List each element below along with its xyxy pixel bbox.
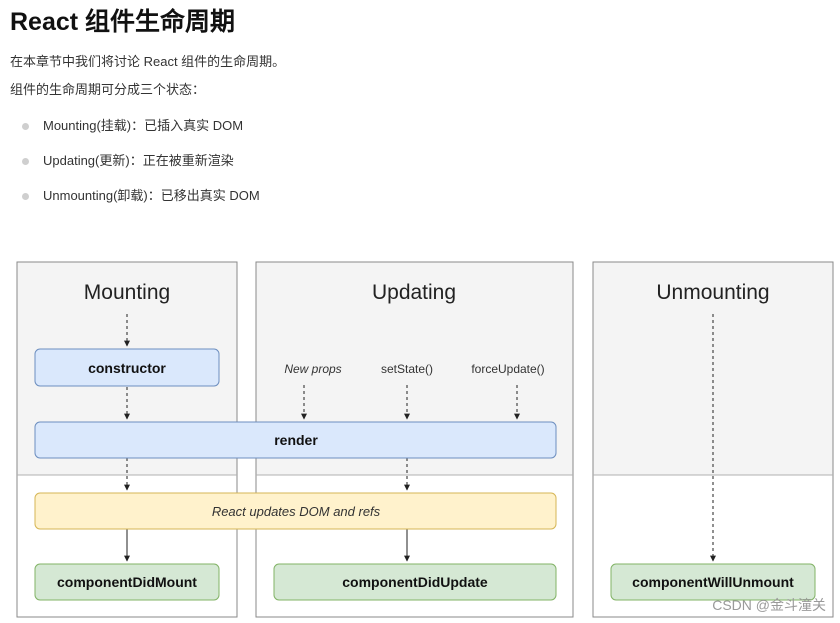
- panel-unmounting-title: Unmounting: [656, 281, 769, 304]
- lifecycle-states-list: Mounting(挂载)：已插入真实 DOM Updating(更新)：正在被重…: [22, 116, 260, 221]
- panel-unmounting-border: [592, 261, 834, 618]
- node-did-update: componentDidUpdate: [273, 563, 557, 601]
- node-dom-update-label: React updates DOM and refs: [212, 504, 381, 519]
- page-title: React 组件生命周期: [10, 8, 236, 36]
- node-will-unmount-label: componentWillUnmount: [632, 574, 794, 590]
- trigger-new-props: New props: [284, 362, 341, 376]
- node-render: render: [34, 421, 557, 459]
- node-did-mount: componentDidMount: [34, 563, 220, 601]
- node-did-mount-label: componentDidMount: [57, 574, 197, 590]
- lifecycle-states-intro: 组件的生命周期可分成三个状态：: [10, 82, 206, 97]
- watermark: CSDN @金斗潼关: [712, 597, 826, 613]
- node-did-update-label: componentDidUpdate: [342, 574, 488, 590]
- panel-mounting-title: Mounting: [84, 281, 170, 304]
- node-constructor-label: constructor: [88, 360, 166, 376]
- trigger-forceupdate: forceUpdate(): [471, 362, 544, 376]
- node-dom-update: React updates DOM and refs: [34, 492, 557, 530]
- list-item-unmounting: Unmounting(卸载)：已移出真实 DOM: [22, 186, 260, 221]
- intro-paragraph: 在本章节中我们将讨论 React 组件的生命周期。: [10, 54, 286, 69]
- list-item-updating: Updating(更新)：正在被重新渲染: [22, 151, 260, 186]
- trigger-setstate: setState(): [381, 362, 433, 376]
- node-constructor: constructor: [34, 348, 220, 387]
- list-item-mounting: Mounting(挂载)：已插入真实 DOM: [22, 116, 260, 151]
- panel-updating-title: Updating: [372, 281, 456, 304]
- node-will-unmount: componentWillUnmount: [610, 563, 816, 601]
- lifecycle-diagram: Mounting Updating Unmounting New props s…: [16, 261, 834, 618]
- node-render-label: render: [274, 432, 318, 448]
